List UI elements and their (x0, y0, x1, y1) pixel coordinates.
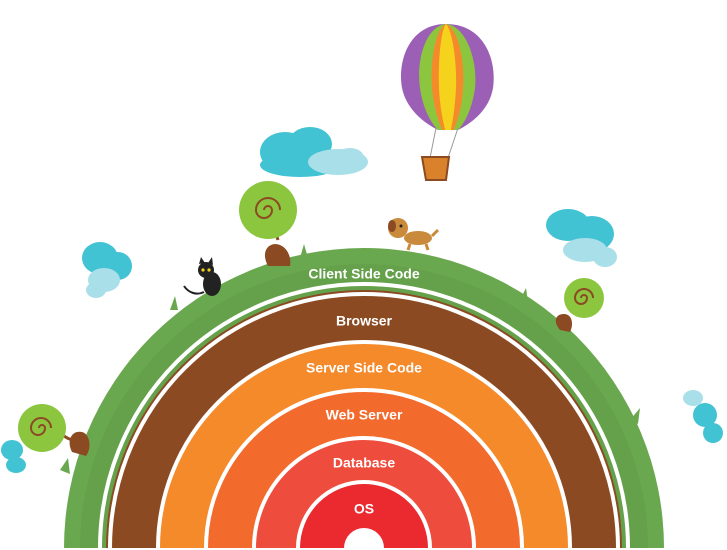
hot-air-balloon-icon (400, 24, 494, 181)
layer-label-browser: Browser (336, 313, 393, 329)
cloud-icon (260, 127, 368, 177)
layer-label-client-side-code: Client Side Code (308, 266, 419, 282)
layer-label-web-server: Web Server (326, 407, 403, 423)
layer-label-os: OS (354, 501, 374, 517)
cat-icon (183, 257, 221, 296)
tree-icon (239, 181, 297, 266)
layer-label-server-side-code: Server Side Code (306, 360, 422, 376)
layer-label-database: Database (333, 455, 395, 471)
dog-icon (388, 218, 440, 251)
cloud-icon (1, 440, 26, 473)
cloud-icon (683, 390, 723, 443)
layer-os-core (298, 482, 430, 548)
center-hole (344, 528, 384, 548)
tree-icon (555, 278, 604, 332)
tree-icon (18, 404, 90, 456)
cloud-icon (546, 209, 617, 267)
grass-icon (60, 244, 640, 474)
cloud-icon (82, 242, 132, 298)
